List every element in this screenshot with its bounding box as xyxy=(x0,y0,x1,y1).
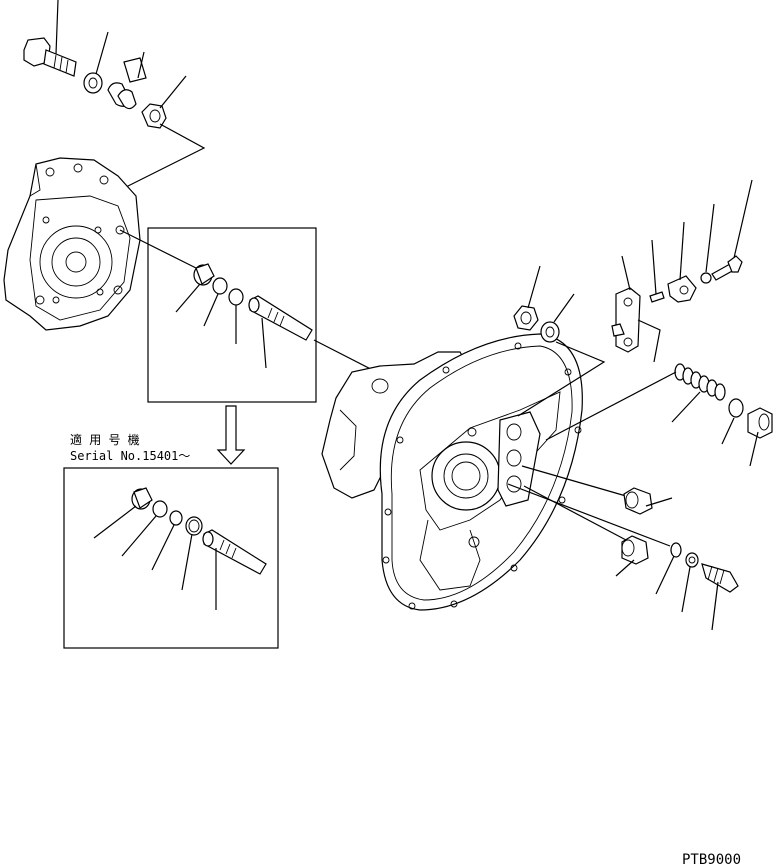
leader-line xyxy=(175,283,201,313)
leader-line xyxy=(733,179,753,259)
cap-part xyxy=(623,487,653,515)
bracket-part xyxy=(611,287,641,353)
plug-part xyxy=(747,407,773,439)
leader-line xyxy=(119,229,197,269)
pump-end-cover xyxy=(3,157,141,331)
leader-line xyxy=(615,559,635,577)
serial-note-line2: Serial No.15401～ xyxy=(70,449,190,463)
leader-line xyxy=(523,485,627,541)
leader-line xyxy=(55,0,59,55)
leader-line xyxy=(93,505,137,539)
arrow-down-icon xyxy=(216,405,246,465)
leader-line xyxy=(151,524,175,571)
nut-part xyxy=(513,305,539,331)
o-ring-part xyxy=(169,510,183,526)
washer-part xyxy=(685,552,699,568)
stopper-part xyxy=(667,275,697,303)
leader-line xyxy=(681,566,691,613)
piston-shaft-part xyxy=(202,529,267,575)
pump-housing xyxy=(321,333,583,611)
leader-line xyxy=(705,203,715,273)
adjust-screw-part xyxy=(701,563,739,593)
detail-inset-box xyxy=(147,227,317,403)
leader-line xyxy=(553,293,575,323)
washer-part xyxy=(83,72,103,94)
serial-detail-inset-box xyxy=(63,467,279,649)
o-ring-part xyxy=(152,500,168,518)
leader-line xyxy=(637,319,661,363)
pin-part xyxy=(649,291,665,303)
o-ring-part xyxy=(212,277,228,295)
leader-line xyxy=(521,465,627,497)
leader-line xyxy=(159,75,187,109)
plug-part xyxy=(131,487,153,510)
leader-line xyxy=(711,581,719,631)
clip-part xyxy=(107,57,147,110)
leader-line xyxy=(121,515,157,557)
leader-line xyxy=(671,391,701,423)
o-ring-part xyxy=(670,542,682,558)
leader-line xyxy=(679,221,685,281)
leader-line xyxy=(655,555,675,595)
bolt-part xyxy=(711,255,743,281)
leader-line xyxy=(137,51,145,79)
leader-line xyxy=(507,483,671,547)
leader-line xyxy=(95,31,109,75)
leader-line xyxy=(545,371,677,441)
washer-part xyxy=(700,272,712,284)
leader-line xyxy=(181,533,193,591)
spring-part xyxy=(674,363,726,401)
leader-line xyxy=(749,431,759,467)
page-code: PTB9000 xyxy=(682,852,741,867)
piston-shaft-part xyxy=(248,295,313,341)
leader-line xyxy=(203,293,219,327)
bolt-part xyxy=(23,37,77,77)
plug-part xyxy=(193,263,215,286)
leader-line xyxy=(119,123,206,191)
o-ring-part xyxy=(728,398,744,418)
leader-line xyxy=(261,317,267,369)
leader-line xyxy=(527,265,541,309)
cap-part xyxy=(621,535,649,565)
o-ring-part xyxy=(228,288,244,306)
nut-part xyxy=(141,103,167,129)
leader-line xyxy=(645,497,673,507)
ring-part xyxy=(185,516,203,536)
washer-part xyxy=(540,321,560,343)
leader-line xyxy=(621,255,631,291)
leader-line xyxy=(517,341,606,417)
serial-note-line1: 適 用 号 機 xyxy=(70,432,140,447)
leader-line xyxy=(721,417,735,445)
leader-line xyxy=(651,239,657,295)
